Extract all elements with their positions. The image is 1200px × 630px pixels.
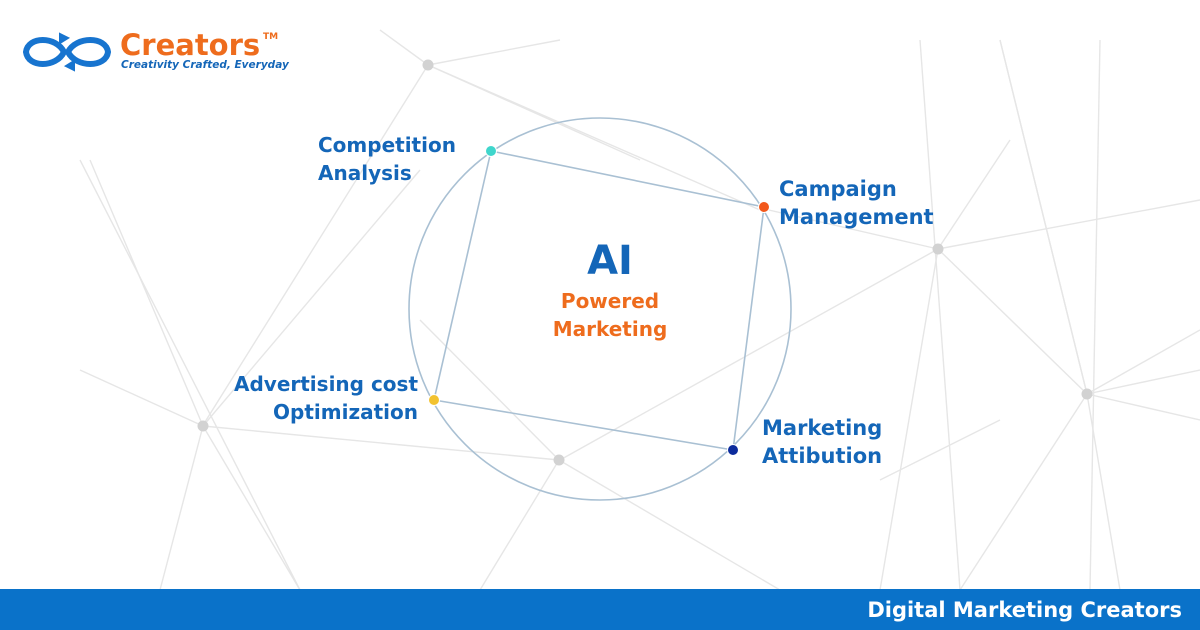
connector-line bbox=[433, 399, 734, 451]
background-network-line bbox=[759, 207, 939, 250]
background-network-line bbox=[937, 248, 1088, 395]
footer-brand-text: Digital Marketing Creators bbox=[867, 598, 1182, 622]
background-network-line bbox=[559, 248, 939, 461]
node-label-campaign-management: Campaign Management bbox=[779, 175, 934, 231]
node-label-advertising-cost-optimization: Advertising cost Optimization bbox=[150, 370, 418, 426]
background-network bbox=[79, 29, 1200, 591]
center-heading: AI Powered Marketing bbox=[500, 235, 720, 343]
node-label-line: Campaign bbox=[779, 177, 897, 201]
node-dot-competition bbox=[485, 145, 497, 157]
background-network-line bbox=[202, 425, 301, 591]
background-network-node bbox=[197, 420, 209, 432]
background-network-line bbox=[79, 159, 301, 591]
background-network-line bbox=[959, 393, 1088, 591]
infinity-arrows-icon bbox=[22, 32, 112, 72]
ai-marketing-diagram bbox=[408, 117, 792, 501]
background-network-line bbox=[1086, 369, 1200, 395]
background-network-node bbox=[553, 454, 565, 466]
background-network-line bbox=[202, 425, 560, 461]
node-dot-campaign bbox=[758, 201, 770, 213]
background-network-line bbox=[937, 139, 1011, 250]
background-network-line bbox=[879, 248, 939, 591]
logo-left-loop bbox=[22, 37, 67, 67]
footer-bar: Digital Marketing Creators bbox=[0, 589, 1200, 630]
node-label-line: Marketing bbox=[762, 416, 883, 440]
background-network-line bbox=[79, 369, 204, 427]
node-dot-advertising bbox=[428, 394, 440, 406]
node-label-marketing-attribution: Marketing Attibution bbox=[762, 414, 882, 470]
background-network-line bbox=[199, 64, 429, 431]
background-network-line bbox=[159, 425, 204, 591]
background-network-line bbox=[89, 159, 204, 427]
connector-line bbox=[490, 150, 765, 208]
background-network-line bbox=[479, 459, 560, 591]
background-network-node bbox=[932, 243, 944, 255]
node-label-line: Management bbox=[779, 205, 934, 229]
logo-arrow-head bbox=[63, 59, 75, 72]
background-network-line bbox=[879, 419, 1001, 481]
node-dot-attribution bbox=[727, 444, 739, 456]
brand-logo[interactable]: Creators TM Creativity Crafted, Everyday bbox=[20, 28, 290, 76]
background-network-line bbox=[427, 39, 561, 66]
background-network-line bbox=[427, 64, 641, 161]
center-subtitle-line: Marketing bbox=[552, 317, 668, 341]
background-network-line bbox=[1089, 39, 1101, 591]
background-network-line bbox=[202, 169, 421, 427]
brand-name: Creators bbox=[120, 28, 261, 62]
background-network-node bbox=[422, 59, 434, 71]
background-network-line bbox=[1086, 393, 1200, 421]
node-label-line: Analysis bbox=[318, 161, 412, 185]
background-network-line bbox=[937, 199, 1200, 250]
trademark-symbol: TM bbox=[263, 32, 279, 42]
logo-arrow-head bbox=[59, 32, 71, 45]
background-network-line bbox=[919, 39, 961, 591]
background-network-node bbox=[1081, 388, 1093, 400]
outer-ring bbox=[408, 117, 792, 501]
node-label-line: Optimization bbox=[273, 400, 418, 424]
connector-line bbox=[433, 150, 492, 401]
background-network-line bbox=[1086, 329, 1200, 395]
background-network-line bbox=[379, 29, 429, 66]
node-label-competition-analysis: Competition Analysis bbox=[318, 131, 456, 187]
background-network-line bbox=[419, 319, 560, 461]
brand-tagline: Creativity Crafted, Everyday bbox=[121, 59, 289, 71]
node-label-line: Attibution bbox=[762, 444, 883, 468]
connector-line bbox=[732, 206, 765, 451]
center-subtitle-line: Powered bbox=[560, 289, 660, 313]
center-title: AI bbox=[587, 238, 633, 284]
background-network-line bbox=[999, 39, 1088, 395]
background-network-line bbox=[558, 459, 781, 591]
logo-right-loop bbox=[65, 37, 112, 67]
node-label-line: Competition bbox=[318, 133, 456, 157]
node-label-line: Advertising cost bbox=[233, 372, 418, 396]
